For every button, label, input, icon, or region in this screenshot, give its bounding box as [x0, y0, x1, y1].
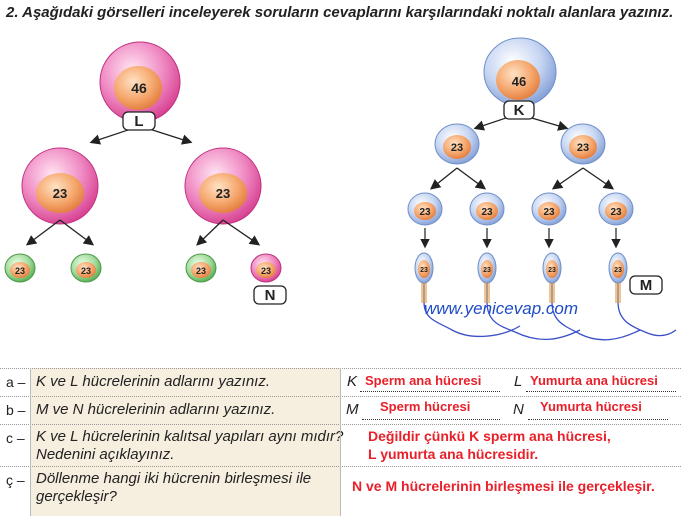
- svg-text:23: 23: [483, 267, 491, 274]
- right-meiosis-diagram: 46 K 23 23 23 23: [407, 37, 677, 341]
- question-row-a: a – K ve L hücrelerinin adlarını yazınız…: [0, 368, 681, 396]
- secondary-spermatocyte-left: 23: [434, 123, 480, 165]
- answer-field-k[interactable]: [360, 375, 500, 392]
- chromosome-count: 23: [53, 186, 67, 201]
- secondary-oocyte-right: 23: [184, 147, 262, 225]
- sperm-cell: 23: [477, 252, 581, 341]
- svg-text:23: 23: [610, 207, 622, 218]
- answer-letter-m: M: [346, 401, 359, 418]
- sperm-mother-cell: 46: [483, 37, 557, 107]
- polar-body: 23: [185, 253, 217, 283]
- secondary-oocyte-left: 23: [21, 147, 99, 225]
- answer-field-l[interactable]: [526, 375, 676, 392]
- answer-field-m[interactable]: [362, 403, 500, 420]
- svg-text:23: 23: [261, 266, 271, 276]
- label-n: N: [265, 287, 276, 304]
- question-row-b: b – M ve N hücrelerinin adlarını yazınız…: [0, 396, 681, 424]
- svg-text:23: 23: [614, 267, 622, 274]
- question-text: M ve N hücrelerinin adlarını yazınız.: [36, 401, 276, 418]
- question-label: b –: [6, 402, 26, 418]
- label-l: L: [134, 113, 143, 130]
- spermatid: 23: [469, 192, 505, 226]
- question-text-line2: Nedenini açıklayınız.: [36, 446, 175, 463]
- svg-text:23: 23: [481, 207, 493, 218]
- svg-text:23: 23: [419, 207, 431, 218]
- question-label: a –: [6, 374, 26, 390]
- answer-c-line2: L yumurta ana hücresidir.: [368, 446, 539, 462]
- svg-text:23: 23: [81, 266, 91, 276]
- label-box-k: [503, 100, 535, 120]
- left-meiosis-diagram: 46 L 23 23 23 23: [4, 41, 287, 305]
- question-row-c: c – K ve L hücrelerinin kalıtsal yapılar…: [0, 424, 681, 466]
- answer-letter-l: L: [514, 373, 523, 390]
- watermark: www.yenicevap.com: [424, 299, 578, 318]
- egg-cell: 23: [250, 253, 282, 283]
- polar-body: 23: [70, 253, 102, 283]
- chromosome-count: 23: [451, 142, 463, 154]
- chromosome-count: 46: [131, 80, 147, 96]
- svg-text:23: 23: [15, 266, 25, 276]
- label-m: M: [640, 277, 653, 294]
- spermatid: 23: [407, 192, 443, 226]
- answer-c-cedilla: N ve M hücrelerinin birleşmesi ile gerçe…: [352, 478, 655, 494]
- question-text-line1: Döllenme hangi iki hücrenin birleşmesi i…: [36, 470, 312, 487]
- spermatid: 23: [531, 192, 567, 226]
- label-k: K: [514, 102, 525, 119]
- question-label: ç –: [6, 472, 25, 488]
- question-title: 2. Aşağıdaki görselleri inceleyerek soru…: [6, 4, 674, 21]
- svg-text:23: 23: [196, 266, 206, 276]
- question-text-line2: gerçekleşir?: [36, 488, 117, 505]
- answer-letter-k: K: [347, 373, 358, 390]
- spermatid: 23: [598, 192, 634, 226]
- chromosome-count: 46: [512, 74, 526, 89]
- answer-letter-n: N: [513, 401, 524, 418]
- egg-mother-cell: 46: [99, 41, 181, 123]
- question-text: K ve L hücrelerinin adlarını yazınız.: [36, 373, 271, 390]
- svg-text:23: 23: [543, 207, 555, 218]
- svg-text:23: 23: [420, 267, 428, 274]
- question-text-line1: K ve L hücrelerinin kalıtsal yapıları ay…: [36, 428, 344, 445]
- chromosome-count: 23: [216, 186, 230, 201]
- chromosome-count: 23: [577, 142, 589, 154]
- question-label: c –: [6, 430, 25, 446]
- label-box-n: [253, 285, 287, 305]
- secondary-spermatocyte-right: 23: [560, 123, 606, 165]
- answer-field-n[interactable]: [528, 403, 668, 420]
- sperm-cell: 23: [608, 252, 677, 337]
- answer-n: Yumurta hücresi: [540, 399, 642, 414]
- label-box-l: [122, 111, 156, 131]
- answer-l: Yumurta ana hücresi: [530, 373, 658, 388]
- answer-k: Sperm ana hücresi: [365, 373, 482, 388]
- answer-m: Sperm hücresi: [380, 399, 471, 414]
- sperm-cell: 23: [414, 252, 521, 338]
- sperm-cell: 23: [542, 252, 641, 341]
- polar-body: 23: [4, 253, 36, 283]
- label-box-m: [629, 275, 663, 295]
- answer-c-line1: Değildir çünkü K sperm ana hücresi,: [368, 428, 611, 444]
- meiosis-diagram: 46 L 23 23 23 23: [4, 37, 677, 341]
- svg-text:23: 23: [548, 267, 556, 274]
